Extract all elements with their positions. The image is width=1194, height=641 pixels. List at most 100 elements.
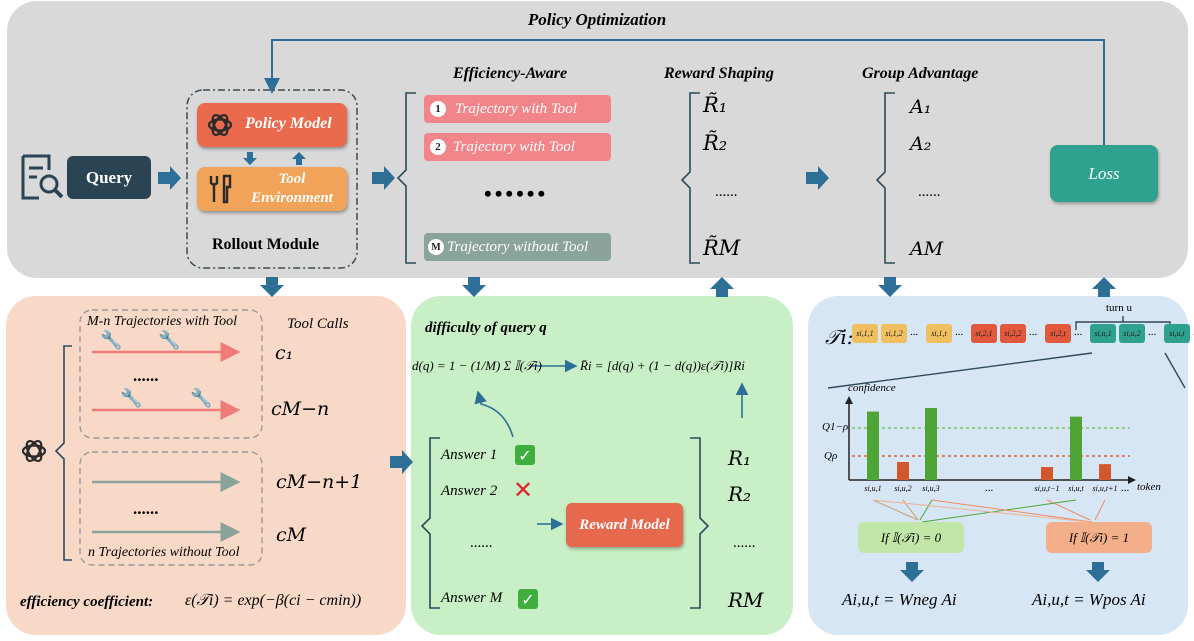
query-document-icon bbox=[21, 154, 64, 200]
query-button: Query bbox=[67, 156, 151, 199]
reward-model-label: Reward Model bbox=[579, 516, 670, 533]
trajectory-ellipsis: •••••• bbox=[484, 181, 549, 206]
token-chip: si,2,1 bbox=[971, 324, 997, 343]
q-low-label: Qρ bbox=[824, 450, 838, 462]
mapping-lines bbox=[872, 499, 1106, 523]
x-tick-label: si,u,t−1 bbox=[1034, 484, 1060, 493]
token-chip: si,1,t bbox=[926, 324, 952, 343]
trajectory-1-label: Trajectory with Tool bbox=[455, 100, 577, 117]
difficulty-title: difficulty of query q bbox=[425, 320, 547, 336]
x-tick-ellipsis: ... bbox=[1121, 482, 1130, 494]
tool-count-cm: cM bbox=[276, 524, 307, 546]
answer-1: Answer 1 bbox=[441, 447, 498, 463]
mn-trajectories-label: M-n Trajectories with Tool bbox=[87, 314, 238, 329]
tool-env-label: Tool Environment bbox=[251, 171, 333, 206]
trajectory-1: 1 Trajectory with Tool bbox=[424, 95, 611, 123]
raw-reward-m: RM bbox=[728, 588, 764, 612]
brace-advantage bbox=[875, 92, 895, 264]
reward-m: R̃M bbox=[703, 236, 741, 260]
weighted-advantage-neg: Ai,u,t = Wneg Ai bbox=[842, 590, 957, 609]
loss-label: Loss bbox=[1088, 163, 1120, 183]
arrow-query-rollout bbox=[158, 166, 181, 190]
reward-2: R̃₂ bbox=[703, 131, 728, 155]
brace-rewards-out bbox=[690, 437, 710, 609]
arrow-up-right bbox=[1092, 277, 1116, 297]
token-ellipsis: ... bbox=[910, 326, 919, 338]
confidence-bar bbox=[925, 408, 937, 480]
x-tick-label: si,u,3 bbox=[922, 484, 940, 493]
wrench-icon: 🔧 bbox=[100, 330, 123, 350]
reward-1: R̃₁ bbox=[703, 93, 728, 117]
condition-positive-box: If 𝕀(𝒯i) = 1 bbox=[1046, 522, 1152, 553]
token-chip: si,1,1 bbox=[852, 324, 878, 343]
trajectory-m-label: Trajectory without Tool bbox=[447, 238, 589, 255]
arrow-reward-advantage bbox=[806, 166, 829, 190]
difficulty-formula: d(q) = 1 − (1/M) Σ 𝕀(𝒯i) bbox=[412, 358, 542, 373]
reward-model-box: Reward Model bbox=[566, 503, 683, 547]
advantage-1: A₁ bbox=[910, 96, 932, 118]
token-chip: si,u,1 bbox=[1090, 324, 1116, 343]
brace-left bbox=[54, 345, 72, 561]
rollout-module-box bbox=[186, 89, 358, 269]
trajectory-2-number: 2 bbox=[430, 139, 446, 155]
answer-2: Answer 2 bbox=[441, 483, 498, 499]
openai-logo-icon bbox=[207, 113, 233, 137]
efficiency-coefficient-label: efficiency coefficient: bbox=[20, 594, 154, 610]
advantage-m: AM bbox=[910, 238, 944, 260]
efficiency-aware-header: Efficiency-Aware bbox=[453, 65, 568, 82]
tools-icon bbox=[209, 174, 232, 204]
x-tick-label: si,u,t bbox=[1068, 484, 1084, 493]
reward-shaping-header: Reward Shaping bbox=[664, 65, 774, 82]
arrow-down-right bbox=[878, 277, 902, 297]
policy-model-label: Policy Model bbox=[245, 115, 332, 132]
raw-reward-1: R₁ bbox=[728, 446, 752, 470]
x-tick-ellipsis: ... bbox=[985, 482, 994, 494]
policy-optimization-title: Policy Optimization bbox=[527, 10, 667, 29]
confidence-bar bbox=[867, 411, 879, 480]
turn-u-label: turn u bbox=[1106, 302, 1132, 314]
brace-efficiency bbox=[396, 92, 416, 264]
trajectory-i-label: 𝒯i: bbox=[825, 325, 854, 349]
tool-calls-header: Tool Calls bbox=[287, 316, 349, 332]
confidence-bars bbox=[867, 408, 1111, 480]
brace-reward bbox=[680, 92, 700, 264]
trajectory-2: 2 Trajectory with Tool bbox=[424, 133, 611, 161]
condition-positive-label: If 𝕀(𝒯i) = 1 bbox=[1068, 529, 1130, 545]
weighted-advantage-pos: Ai,u,t = Wpos Ai bbox=[1032, 590, 1146, 609]
x-tick-label: si,u,2 bbox=[894, 484, 912, 493]
policy-model-box: Policy Model bbox=[197, 103, 347, 147]
token-chip: si,2,t bbox=[1045, 324, 1071, 343]
tool-traj-ellipsis: ...... bbox=[133, 366, 159, 385]
brace-answers bbox=[420, 437, 440, 609]
confidence-bar bbox=[1070, 416, 1082, 480]
tool-count-cmn1: cM−n+1 bbox=[276, 471, 363, 493]
answer-m: Answer M bbox=[441, 590, 503, 606]
trajectory-1-number: 1 bbox=[430, 101, 446, 117]
arrow-down-pos bbox=[1086, 562, 1110, 582]
trajectory-m-number: M bbox=[428, 239, 444, 255]
token-ellipsis: ... bbox=[1029, 326, 1038, 338]
check-icon: ✓ bbox=[518, 589, 538, 609]
answer-ellipsis: ...... bbox=[470, 535, 493, 551]
raw-reward-ellipsis: ...... bbox=[733, 535, 756, 551]
wrench-icon: 🔧 bbox=[120, 388, 143, 408]
token-axis-label: token bbox=[1137, 481, 1161, 493]
confidence-axis-label: confidence bbox=[848, 382, 896, 394]
token-chip: si,u,t bbox=[1164, 324, 1190, 343]
arrow-down-middle bbox=[462, 277, 486, 297]
arrow-left-middle bbox=[390, 450, 413, 474]
arrow-rollout-traj bbox=[372, 166, 395, 190]
condition-negative-box: If 𝕀(𝒯i) = 0 bbox=[858, 522, 964, 553]
no-tool-trajectories-box bbox=[79, 451, 263, 566]
raw-reward-2: R₂ bbox=[728, 482, 752, 506]
wrench-icon: 🔧 bbox=[158, 330, 181, 350]
middle-panel bbox=[411, 296, 793, 635]
advantage-2: A₂ bbox=[910, 133, 932, 155]
check-icon: ✓ bbox=[515, 445, 535, 465]
confidence-bar bbox=[897, 462, 909, 480]
rollout-module-label: Rollout Module bbox=[212, 236, 320, 253]
efficiency-coefficient-formula: ε(𝒯i) = exp(−β(ci − cmin)) bbox=[185, 592, 362, 609]
policy-loop-line bbox=[264, 39, 1105, 145]
